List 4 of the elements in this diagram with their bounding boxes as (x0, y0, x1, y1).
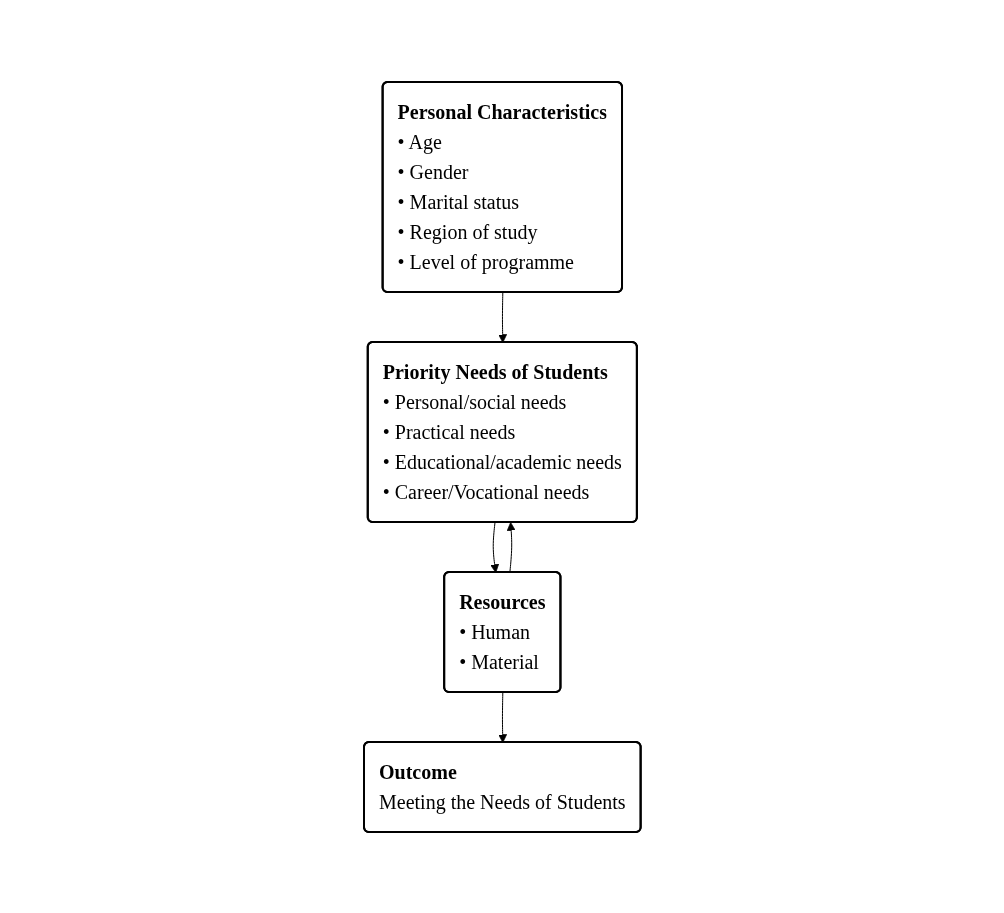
arrow (497, 291, 507, 343)
arrow (490, 521, 499, 573)
arrow (506, 521, 516, 573)
arrow (497, 691, 507, 743)
